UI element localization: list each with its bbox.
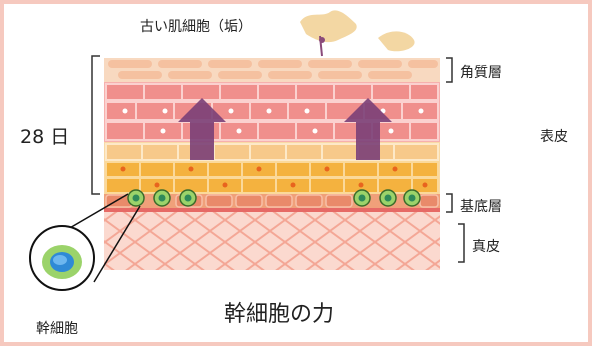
stem-cells: [127, 189, 421, 207]
days-bracket: [91, 55, 100, 195]
stem-cell-icon: [29, 225, 95, 291]
basal-layer-label: 基底層: [460, 199, 502, 215]
skin-flakes: [300, 10, 415, 57]
granular-layer: [104, 142, 440, 194]
right-brackets: [446, 57, 465, 263]
upward-arrows: [178, 98, 392, 160]
dermis-layer: [104, 212, 440, 270]
stem-cell-label: 幹細胞: [36, 321, 78, 337]
stratum-corneum-label: 角質層: [460, 65, 502, 81]
epidermis-label: 表皮: [540, 129, 568, 145]
spinous-layer: [104, 82, 440, 142]
days-label: 28 日: [20, 126, 70, 148]
old-cells-label: 古い肌細胞（垢）: [140, 19, 252, 35]
stratum-corneum: [104, 58, 440, 82]
dermis-label: 真皮: [472, 239, 500, 255]
diagram-title: 幹細胞の力: [224, 302, 335, 327]
